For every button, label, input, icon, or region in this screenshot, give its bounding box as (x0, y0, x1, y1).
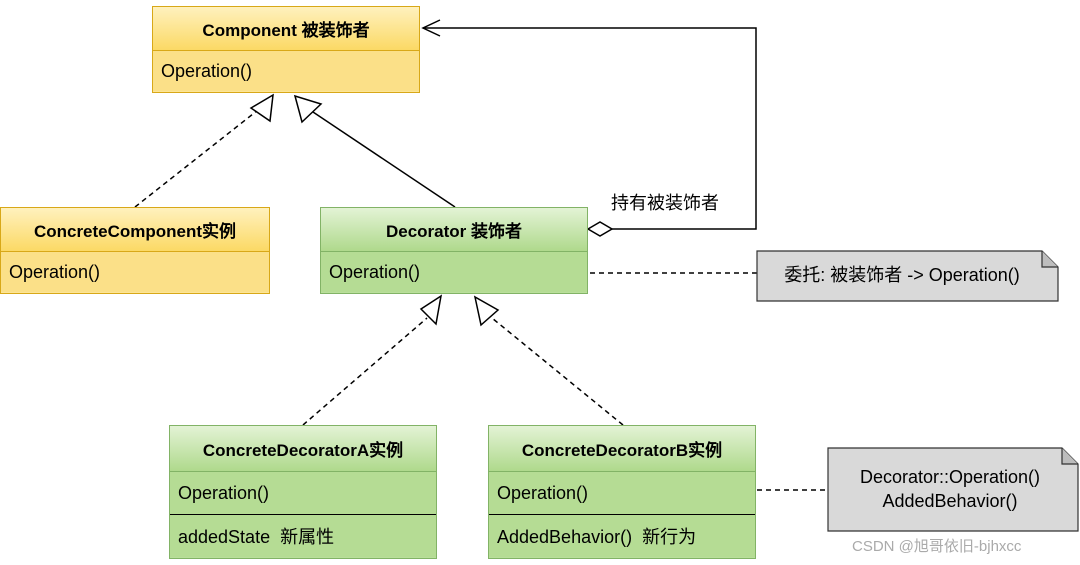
class-operation: Operation() (489, 472, 755, 514)
realization-concretecomponent-line (134, 109, 259, 208)
note-behavior-line2: AddedBehavior() (882, 490, 1018, 511)
aggregation-label: 持有被装饰者 (611, 193, 719, 213)
class-title: Component 被装饰者 (153, 7, 419, 51)
inheritance-decorator-line (312, 111, 456, 208)
note-behavior: Decorator::Operation() AddedBehavior() (828, 448, 1072, 531)
watermark: CSDN @旭哥依旧-bjhxcc (852, 538, 1022, 555)
note-fold-behavior (1061, 448, 1078, 465)
class-title: ConcreteDecoratorB实例 (489, 426, 755, 472)
note-delegate-text: 委托: 被装饰者 -> Operation() (784, 265, 1020, 286)
aggregation-line (423, 27, 757, 230)
class-concrete-decorator-b[interactable]: ConcreteDecoratorB实例 Operation() AddedBe… (488, 425, 756, 559)
class-added-behavior: AddedBehavior() 新行为 (489, 514, 755, 557)
class-decorator[interactable]: Decorator 装饰者 Operation() (320, 207, 588, 294)
aggregation-diamond (586, 221, 614, 237)
realization-arrowhead-decorator-right (473, 295, 500, 327)
note-fold-delegate (1041, 251, 1058, 268)
note-behavior-line1: Decorator::Operation() (859, 467, 1041, 488)
class-attribute: addedState 新属性 (170, 514, 436, 557)
aggregation-arrowhead (421, 19, 441, 37)
realization-arrowhead-component-left (249, 93, 274, 123)
class-operation: Operation() (153, 51, 419, 91)
class-concrete-component[interactable]: ConcreteComponent实例 Operation() (0, 207, 270, 294)
realization-decoratora-line (302, 317, 428, 426)
realization-decoratorb-line (491, 317, 624, 426)
class-title: Decorator 装饰者 (321, 208, 587, 252)
class-operation: Operation() (170, 472, 436, 514)
note-shape-delegate (756, 250, 1059, 302)
inheritance-arrowhead-component-right (293, 94, 323, 124)
class-operation: Operation() (321, 252, 587, 292)
class-title: ConcreteComponent实例 (1, 208, 269, 252)
note-shape-behavior (827, 447, 1079, 532)
realization-arrowhead-decorator-left (419, 294, 443, 326)
class-concrete-decorator-a[interactable]: ConcreteDecoratorA实例 Operation() addedSt… (169, 425, 437, 559)
class-component[interactable]: Component 被装饰者 Operation() (152, 6, 420, 93)
class-operation: Operation() (1, 252, 269, 292)
class-title: ConcreteDecoratorA实例 (170, 426, 436, 472)
note-delegate: 委托: 被装饰者 -> Operation() (757, 251, 1047, 301)
